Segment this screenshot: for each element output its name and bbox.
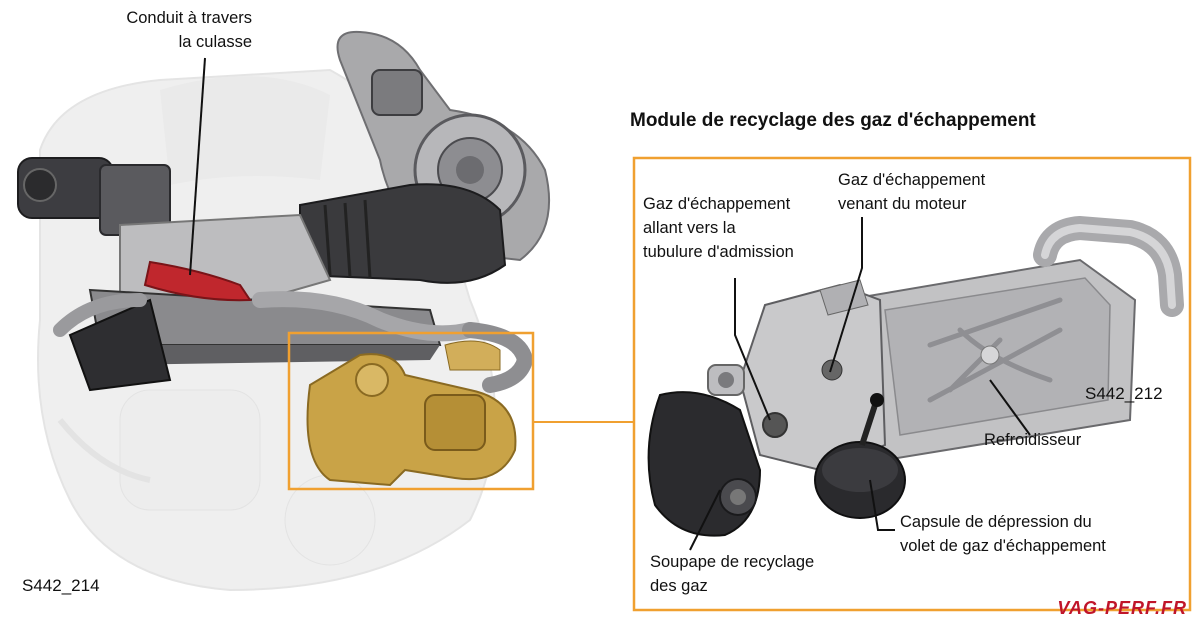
figure-id-right: S442_212	[1085, 384, 1163, 403]
leader-gaz-moteur	[829, 217, 863, 373]
egr-module-left	[306, 340, 517, 487]
egr-cooler	[843, 215, 1184, 462]
callout-gaz-moteur: Gaz d'échappement venant du moteur	[838, 171, 986, 213]
module-title: Module de recyclage des gaz d'échappemen…	[630, 110, 1036, 131]
callout-conduit: Conduit à travers la culasse	[126, 9, 252, 51]
egr-valve-body	[707, 279, 887, 472]
intake-pipe	[299, 183, 507, 284]
highlight-frame-left	[287, 331, 535, 491]
callout-gaz-admission: Gaz d'échappement allant vers la tubulur…	[643, 195, 794, 261]
callout-refroidisseur: Refroidisseur	[984, 431, 1082, 449]
leader-gaz-admission	[734, 278, 771, 421]
figure-id-left: S442_214	[22, 576, 100, 595]
callout-capsule: Capsule de dépression du volet de gaz d'…	[900, 513, 1106, 555]
conduit-cylinder-head	[143, 260, 252, 302]
vacuum-capsule	[814, 393, 906, 519]
leader-lines	[189, 57, 1031, 551]
leader-refroidisseur	[989, 379, 1031, 436]
watermark-logo: VAG-PERF.FR	[1057, 598, 1187, 618]
egr-actuator-motor	[647, 391, 762, 537]
leader-capsule	[869, 479, 895, 531]
leader-conduit	[189, 57, 206, 276]
leader-soupape	[689, 489, 721, 551]
callout-soupape: Soupape de recyclage des gaz	[650, 553, 815, 595]
highlight-frame-right	[632, 156, 1192, 612]
